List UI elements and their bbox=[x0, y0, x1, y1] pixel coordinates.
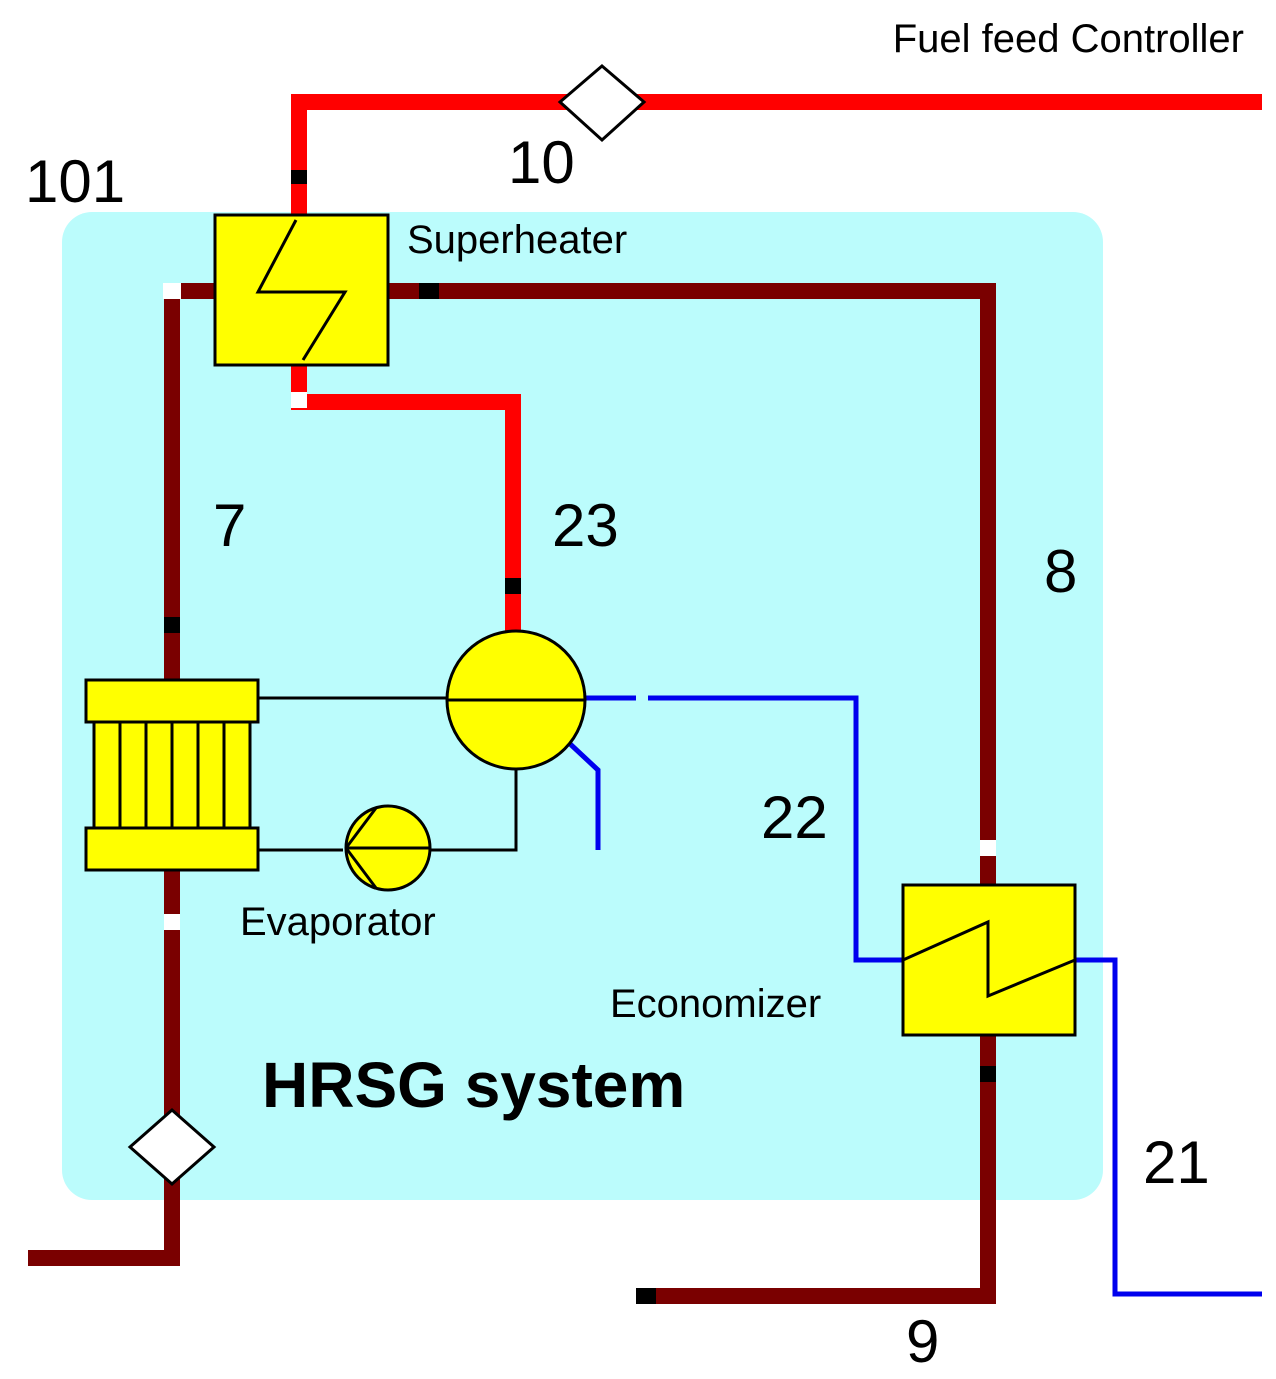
stream-8-line bbox=[388, 283, 996, 885]
stream-label-22: 22 bbox=[761, 784, 828, 851]
port-marker bbox=[505, 578, 521, 594]
stream-label-10: 10 bbox=[508, 129, 575, 196]
drum-blowdown-line bbox=[566, 740, 601, 850]
superheater-symbol bbox=[255, 219, 348, 361]
port-marker bbox=[419, 283, 439, 299]
superheater-label: Superheater bbox=[407, 218, 627, 262]
economizer-label: Economizer bbox=[610, 982, 821, 1026]
economizer-symbol bbox=[902, 919, 1076, 999]
fuel-feed-valve bbox=[557, 64, 647, 143]
stream-label-9: 9 bbox=[906, 1308, 939, 1375]
stream-22-line bbox=[583, 695, 903, 963]
stream-22-gap-marker bbox=[636, 694, 648, 703]
economizer bbox=[901, 883, 1077, 1037]
stream-10-line bbox=[291, 94, 1262, 215]
port-marker bbox=[164, 617, 180, 633]
port-marker bbox=[291, 170, 307, 184]
port-marker bbox=[163, 283, 181, 299]
port-marker bbox=[291, 392, 307, 408]
hrsg-system-label: HRSG system bbox=[262, 1049, 685, 1121]
stream-label-23: 23 bbox=[552, 492, 619, 559]
port-marker bbox=[636, 1288, 656, 1304]
stream-label-21: 21 bbox=[1143, 1129, 1210, 1196]
pump-to-drum-line bbox=[430, 758, 518, 852]
stream-21-line bbox=[1075, 957, 1262, 1297]
port-marker bbox=[980, 1066, 996, 1082]
superheater bbox=[213, 213, 390, 367]
stream-label-7: 7 bbox=[213, 492, 246, 559]
inlet-valve bbox=[127, 1108, 217, 1186]
evaporator bbox=[84, 678, 260, 872]
stream-23-line bbox=[291, 365, 521, 642]
stream-label-101: 101 bbox=[25, 148, 125, 215]
steam-drum bbox=[445, 629, 587, 771]
fuel-feed-controller-label: Fuel feed Controller bbox=[893, 17, 1244, 61]
circulation-pump bbox=[344, 804, 432, 892]
stream-label-8: 8 bbox=[1044, 538, 1077, 605]
stream-9-line bbox=[636, 1035, 996, 1304]
evaporator-label: Evaporator bbox=[240, 900, 436, 944]
port-marker bbox=[164, 914, 180, 930]
stream-101-line bbox=[28, 870, 180, 1266]
port-marker bbox=[980, 840, 996, 856]
